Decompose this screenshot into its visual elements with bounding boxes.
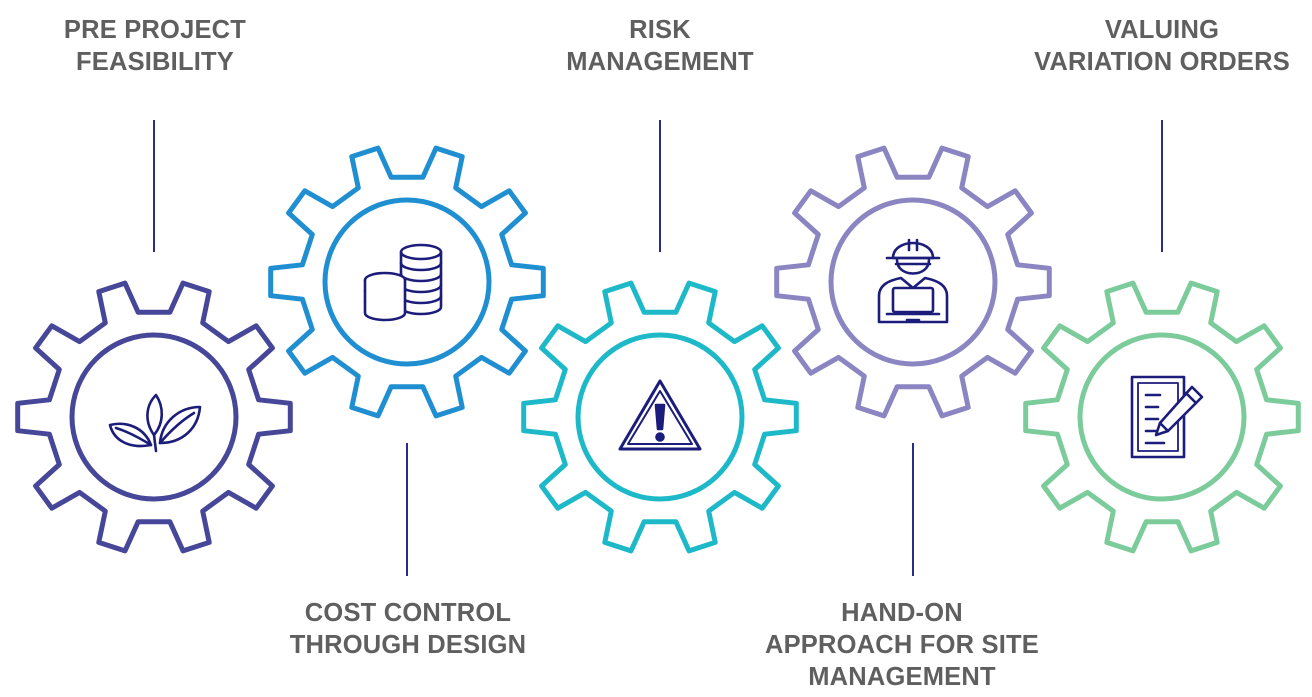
step-label-pre-project-feasibility: PRE PROJECT FEASIBILITY (63, 16, 247, 76)
gear-step-3 (521, 120, 799, 554)
plant-sprout-icon (108, 393, 202, 453)
step-label-hand-on-approach: HAND-ON APPROACH FOR SITE MANAGEMENT (764, 599, 1039, 691)
gear-outline (1023, 280, 1301, 554)
warning-triangle-icon (618, 379, 702, 451)
gear-outline (268, 145, 546, 419)
gear-inner-ring (69, 332, 239, 502)
step-label-valuing-variation-orders: VALUING VARIATION ORDERS (1034, 16, 1290, 76)
gear-outline (15, 280, 293, 554)
gear-inner-ring (1077, 332, 1247, 502)
gear-outline (521, 280, 799, 554)
gear-outline (774, 145, 1052, 419)
engineer-laptop-icon (877, 238, 949, 324)
gear-inner-ring (828, 197, 998, 367)
step-label-risk-management: RISK MANAGEMENT (566, 16, 754, 76)
gear-step-2 (268, 145, 546, 576)
step-label-cost-control-through-design: COST CONTROL THROUGH DESIGN (289, 599, 527, 659)
coin-stacks-icon (363, 243, 443, 322)
gear-inner-ring (322, 197, 492, 367)
document-pen-icon (1130, 375, 1204, 459)
gear-step-1 (15, 120, 293, 554)
gear-step-5 (1023, 120, 1301, 554)
gear-inner-ring (575, 332, 745, 502)
gear-step-4 (774, 145, 1052, 576)
